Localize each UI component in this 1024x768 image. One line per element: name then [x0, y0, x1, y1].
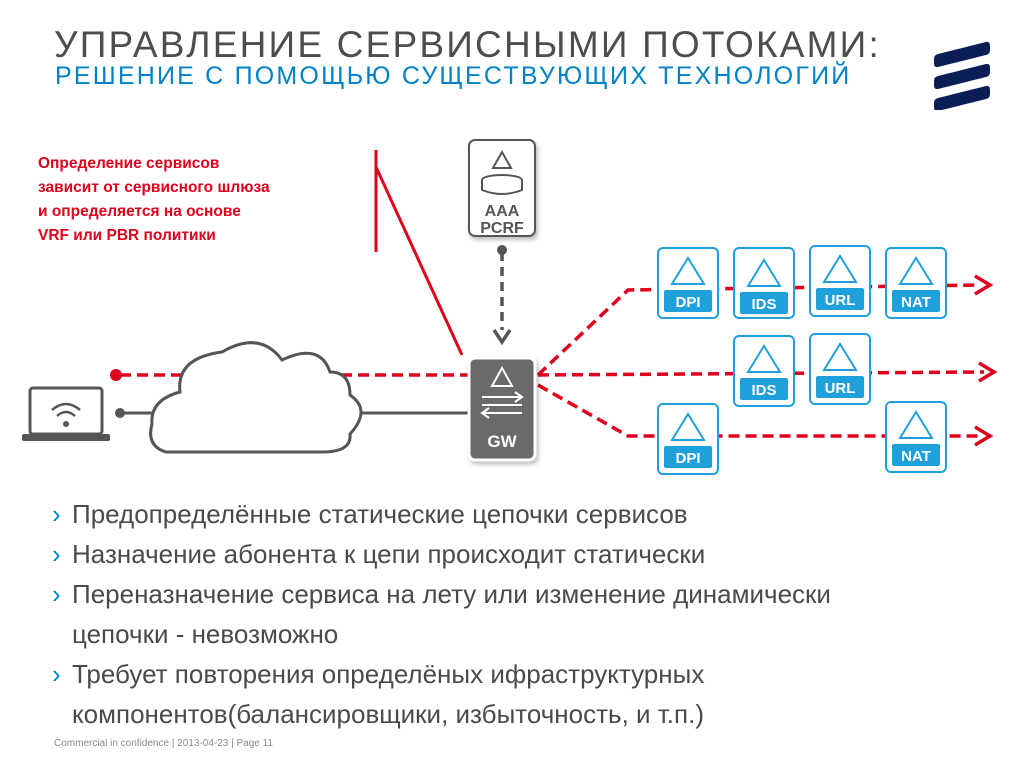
service-label-box: [816, 288, 864, 310]
slide-title: УПРАВЛЕНИЕ СЕРВИСНЫМИ ПОТОКАМИ:: [54, 24, 881, 65]
service-label: IDS: [751, 382, 776, 399]
triangle-icon: [898, 410, 934, 439]
bullet-list: › Предопределённые статические цепочки с…: [52, 494, 1012, 734]
service-label-box: [740, 378, 788, 400]
service-label: DPI: [675, 294, 700, 311]
arrowhead-icon: [974, 425, 994, 447]
triangle-icon: [490, 365, 514, 387]
arrowhead-icon: [974, 274, 994, 296]
service-label-box: [892, 290, 940, 312]
service-chain-diagram: AAA PCRF GW DPI IDS URL NAT IDS URL DPI: [22, 139, 998, 475]
bidirectional-arrows-icon: [480, 391, 524, 419]
cloud-icon: [149, 341, 363, 454]
service-label-box: [664, 290, 712, 312]
service-label: URL: [825, 380, 856, 397]
bullet-text: Переназначение сервиса на лету или измен…: [72, 579, 831, 649]
service-label: URL: [825, 292, 856, 309]
triangle-icon: [670, 256, 706, 285]
triangle-icon: [746, 344, 782, 373]
database-icon: [481, 174, 523, 195]
service-label-box: [664, 446, 712, 468]
triangle-icon: [746, 258, 782, 287]
chevron-right-icon: ›: [52, 539, 61, 569]
company-logo-icon: [934, 41, 990, 110]
service-label: NAT: [901, 448, 931, 465]
bullet-item: › Назначение абонента к цепи происходит …: [52, 534, 1012, 574]
service-label-box: [892, 444, 940, 466]
bullet-item: › Предопределённые статические цепочки с…: [52, 494, 1012, 534]
triangle-icon: [898, 256, 934, 285]
bullet-item: › Переназначение сервиса на лету или изм…: [52, 574, 932, 654]
bullet-item: › Требует повторения определёных ифрастр…: [52, 654, 972, 734]
triangle-icon: [670, 412, 706, 441]
service-label: NAT: [901, 294, 931, 311]
chevron-right-icon: ›: [52, 659, 61, 689]
laptop-wifi-icon: [22, 386, 110, 441]
footer-text: Commercial in confidence | 2013-04-23 | …: [54, 738, 274, 749]
arrowhead-icon: [978, 361, 998, 383]
bullet-text: Предопределённые статические цепочки сер…: [72, 499, 688, 529]
note-line: VRF или PBR политики: [38, 227, 216, 244]
triangle-icon: [822, 342, 858, 371]
gw-label: GW: [487, 432, 517, 451]
pcrf-label: PCRF: [480, 220, 524, 237]
chevron-right-icon: ›: [52, 579, 61, 609]
service-label: DPI: [675, 450, 700, 467]
aaa-label: AAA: [485, 203, 520, 220]
link-end-dot: [497, 245, 507, 255]
service-label-box: [816, 376, 864, 398]
flow-origin-dot: [110, 369, 122, 381]
triangle-icon: [491, 149, 513, 169]
chevron-right-icon: ›: [52, 499, 61, 529]
service-definition-note: Определение сервисов зависит от сервисно…: [38, 152, 270, 248]
bullet-text: Назначение абонента к цепи происходит ст…: [72, 539, 706, 569]
gateway-node: [467, 356, 537, 462]
service-label: IDS: [751, 296, 776, 313]
note-line: зависит от сервисного шлюза: [38, 179, 270, 196]
traffic-flow-bottom: [537, 383, 980, 438]
bullet-text: Требует повторения определёных ифраструк…: [72, 659, 705, 729]
arrowhead-icon: [492, 329, 512, 346]
slide-subtitle: РЕШЕНИЕ С ПОМОЩЬЮ СУЩЕСТВУЮЩИХ ТЕХНОЛОГИ…: [55, 62, 852, 90]
note-line: и определяется на основе: [38, 203, 241, 220]
callout-line: [374, 166, 464, 356]
service-label-box: [740, 292, 788, 314]
triangle-icon: [822, 254, 858, 283]
note-line: Определение сервисов: [38, 155, 220, 172]
